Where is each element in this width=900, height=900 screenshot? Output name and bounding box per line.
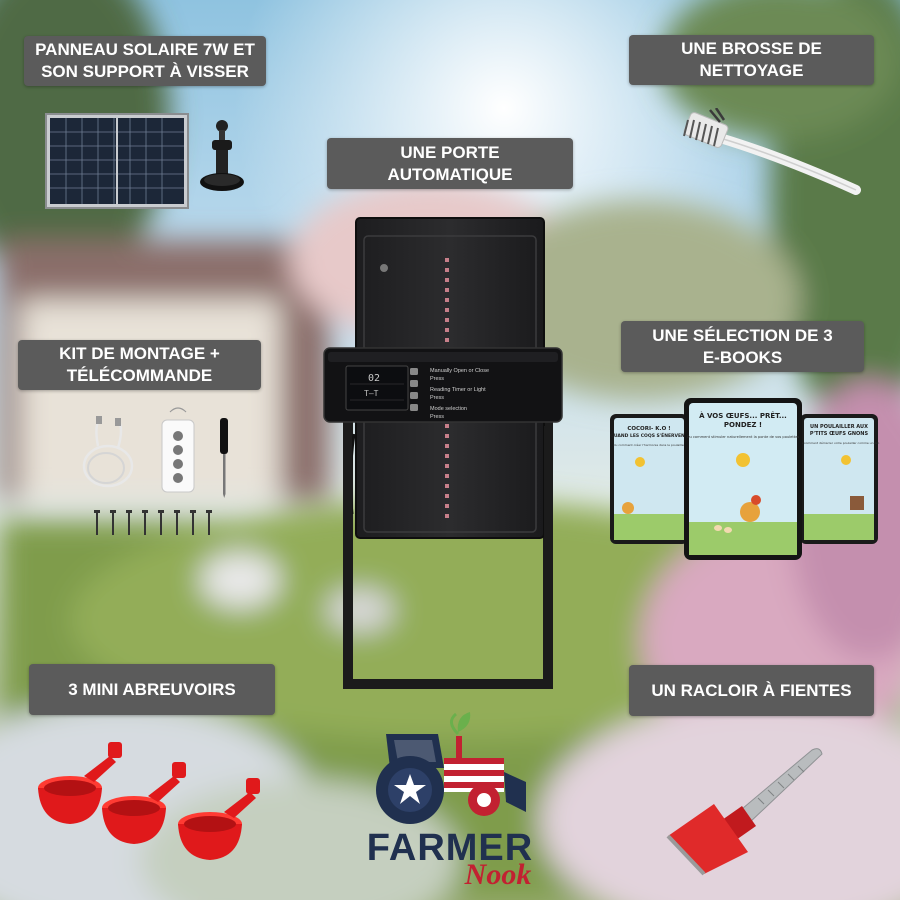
screen-mid: T–T [364, 389, 379, 398]
ebook-right-title-2: P'TITS ŒUFS GNONS [810, 431, 869, 437]
label-solar-panel-line1: PANNEAU SOLAIRE 7W ET [35, 40, 255, 59]
door-option-3: Mode selection [430, 406, 467, 412]
label-scraper-line1: UN RACLOIR À FIENTES [651, 680, 852, 700]
label-ebooks-line2: E-BOOKS [702, 347, 783, 367]
solar-panel-icon [45, 113, 189, 209]
brand-name: FARMER [367, 827, 533, 869]
label-brush-line1: UNE BROSSE DE [681, 39, 822, 58]
ebook-left-title-2: QUAND LES COQS S'ÉNERVENT [610, 431, 689, 439]
brand-subname: Nook [464, 858, 532, 888]
screwdriver-icon [220, 418, 228, 498]
label-mounting-kit-line1: KIT DE MONTAGE + [59, 344, 220, 363]
door-button-1[interactable] [410, 368, 418, 375]
door-button-2[interactable] [410, 380, 418, 387]
ebook-right-title-1: UN POULAILLER AUX [810, 424, 868, 430]
screw-icon [94, 510, 212, 535]
label-mounting-kit: KIT DE MONTAGE + TÉLÉCOMMANDE [18, 340, 261, 390]
label-solar-panel: PANNEAU SOLAIRE 7W ET SON SUPPORT À VISS… [24, 36, 266, 86]
mount-bracket-icon [200, 120, 244, 191]
label-mounting-kit-line2: TÉLÉCOMMANDE [66, 366, 213, 385]
door-option-3-sub: Press [430, 414, 444, 420]
label-ebooks: UNE SÉLECTION DE 3 E-BOOKS [621, 321, 864, 372]
ebook-tablet-icon: COCORI- K.O ! QUAND LES COQS S'ÉNERVENT … [610, 398, 880, 560]
door-option-2: Reading Timer or Light [430, 387, 486, 393]
label-brush: UNE BROSSE DE NETTOYAGE [629, 35, 874, 85]
cable-icon [82, 416, 134, 488]
label-waterers-line1: 3 MINI ABREUVOIRS [68, 679, 236, 699]
label-door-line1: UNE PORTE [400, 142, 500, 162]
door-option-2-sub: Press [430, 395, 444, 401]
ebook-right-sub: Ou comment démarrer votre poulailler com… [799, 441, 880, 445]
label-scraper: UN RACLOIR À FIENTES [629, 665, 874, 716]
label-door-line2: AUTOMATIQUE [387, 164, 513, 184]
scraper-icon [666, 748, 823, 876]
ebook-center-title-1: À VOS ŒUFS... PRÊT... [699, 411, 787, 420]
door-option-1: Manually Open or Close [430, 368, 489, 374]
remote-control-icon [161, 407, 195, 493]
screen-time: 02 [368, 373, 380, 384]
waterer-cup-icon [38, 742, 260, 860]
ebook-center-sub: Ou comment stimuler naturellement la pon… [687, 435, 800, 439]
ebook-left-title-1: COCORI- K.O ! [627, 426, 670, 432]
automatic-door-icon: 02 T–T Manually Open or Close Press Read… [323, 217, 563, 689]
label-ebooks-line1: UNE SÉLECTION DE 3 [652, 325, 833, 345]
label-solar-panel-line2: SON SUPPORT À VISSER [41, 62, 249, 81]
tractor-logo-icon: FARMER Nook [367, 712, 533, 888]
ebook-center-title-2: PONDEZ ! [724, 421, 762, 429]
label-door: UNE PORTE AUTOMATIQUE [327, 138, 573, 189]
door-button-3[interactable] [410, 392, 418, 399]
label-waterers: 3 MINI ABREUVOIRS [29, 664, 275, 715]
door-option-1-sub: Press [430, 376, 444, 382]
door-button-4[interactable] [410, 404, 418, 411]
brush-icon [683, 108, 861, 195]
label-brush-line2: NETTOYAGE [699, 61, 804, 80]
ebook-left-sub: Ou comment créer l'harmonie dans le poul… [613, 443, 685, 447]
